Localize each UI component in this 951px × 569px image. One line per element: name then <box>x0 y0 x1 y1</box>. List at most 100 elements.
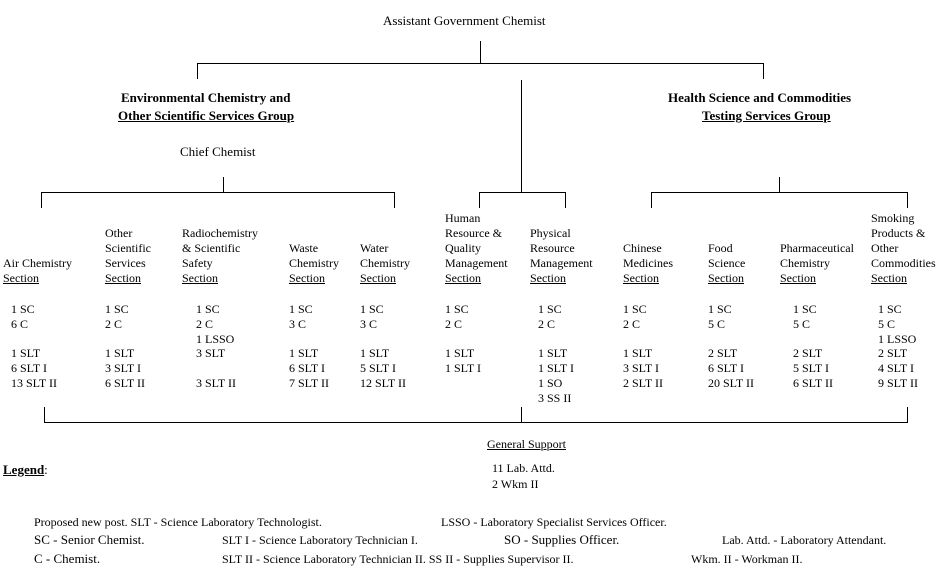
section-label: Section <box>445 271 481 285</box>
staff-entry: 1 SC <box>708 302 732 316</box>
staff-entry: 6 SLT II <box>105 376 146 390</box>
section-name-line: Other <box>871 241 899 255</box>
staff-entry: 12 SLT II <box>360 376 407 390</box>
staff-entry: 1 SLT <box>623 346 653 360</box>
staff-entry: 6 SLT I <box>11 361 48 375</box>
section-label: Section <box>3 271 39 285</box>
staff-entry: 1 SC <box>793 302 817 316</box>
staff-entry: 1 SO <box>538 376 563 390</box>
staff-entry: 3 SS II <box>538 391 572 405</box>
staff-entry: 6 SLT II <box>793 376 834 390</box>
center-stem <box>521 80 522 192</box>
staff-entry: 2 SLT II <box>623 376 664 390</box>
staff-entry: 1 SLT <box>11 346 41 360</box>
staff-entry: 5 SLT I <box>793 361 830 375</box>
staff-entry: 2 SLT <box>793 346 823 360</box>
staff-entry: 1 SC <box>360 302 384 316</box>
legend-proposed: Proposed new post. SLT - Science Laborat… <box>34 515 322 529</box>
staff-entry: 1 SLT <box>538 346 568 360</box>
section-name-line: Safety <box>182 256 213 270</box>
legend-slt1: SLT I - Science Laboratory Technician I. <box>222 533 418 547</box>
section-name-line: Radiochemistry <box>182 226 258 240</box>
section-name-line: Chemistry <box>289 256 339 270</box>
staff-entry: 2 SLT <box>708 346 738 360</box>
section-name-line: Science <box>708 256 746 270</box>
staff-entry: 2 C <box>105 317 123 331</box>
general-support-staff-2: 2 Wkm II <box>492 477 539 491</box>
staff-entry: 1 SC <box>878 302 902 316</box>
staff-entry: 6 SLT I <box>289 361 326 375</box>
staff-entry: 1 SC <box>445 302 469 316</box>
legend-slt2: SLT II - Science Laboratory Technician I… <box>222 552 574 566</box>
section-name-line: Human <box>445 211 481 225</box>
center-tree-bar <box>479 192 566 193</box>
right-drop-2 <box>907 192 908 208</box>
section-name-line: Products & <box>871 226 926 240</box>
staff-entry: 5 C <box>878 317 896 331</box>
section-name-line: Resource & <box>445 226 502 240</box>
legend-colon: : <box>44 462 48 477</box>
left-tree-bar <box>41 192 395 193</box>
legend-sc: SC - Senior Chemist. <box>34 532 145 547</box>
legend-wkm: Wkm. II - Workman II. <box>691 552 803 566</box>
right-group-title-1: Health Science and Commodities <box>668 90 852 105</box>
section-name-line: Management <box>530 256 593 270</box>
section-label: Section <box>623 271 659 285</box>
section-name-line: & Scientific <box>182 241 241 255</box>
section-label: Section <box>360 271 396 285</box>
section-label: Section <box>708 271 744 285</box>
staff-entry: 5 SLT I <box>360 361 397 375</box>
center-drop-2 <box>565 192 566 208</box>
left-tree-stem <box>223 177 224 192</box>
section-name-line: Physical <box>530 226 571 240</box>
section-name-line: Water <box>360 241 389 255</box>
staff-entry: 1 SLT I <box>538 361 575 375</box>
staff-entry: 6 C <box>11 317 29 331</box>
staff-entry: 13 SLT II <box>11 376 58 390</box>
left-drop-2 <box>394 192 395 208</box>
right-drop-1 <box>651 192 652 208</box>
staff-entry: 2 C <box>445 317 463 331</box>
staff-entry: 1 SLT <box>289 346 319 360</box>
staff-entry: 1 LSSO <box>878 332 917 346</box>
section-name-line: Scientific <box>105 241 151 255</box>
section-name-line: Air Chemistry <box>3 256 72 270</box>
staff-entry: 7 SLT II <box>289 376 330 390</box>
staff-entry: 3 C <box>289 317 307 331</box>
staff-entry: 1 SLT I <box>445 361 482 375</box>
support-left-tick <box>44 407 45 423</box>
section-name-line: Commodities <box>871 256 936 270</box>
section-name-line: Waste <box>289 241 319 255</box>
left-group-title-2: Other Scientific Services Group <box>118 108 295 123</box>
section-name-line: Other <box>105 226 133 240</box>
staff-entry: 1 SLT <box>360 346 390 360</box>
staff-entry: 5 C <box>708 317 726 331</box>
top-title: Assistant Government Chemist <box>383 13 546 28</box>
staff-entry: 2 C <box>196 317 214 331</box>
staff-entry: 3 SLT I <box>105 361 142 375</box>
legend-title-text: Legend <box>3 462 45 477</box>
section-name-line: Smoking <box>871 211 915 225</box>
section-name-line: Chemistry <box>360 256 410 270</box>
left-group-head: Chief Chemist <box>180 144 256 159</box>
section-label: Section <box>780 271 816 285</box>
legend-lsso: LSSO - Laboratory Specialist Services Of… <box>441 515 667 529</box>
staff-entry: 2 SLT <box>878 346 908 360</box>
staff-entry: 5 C <box>793 317 811 331</box>
legend-so: SO - Supplies Officer. <box>504 532 620 547</box>
staff-entry: 1 SLT <box>445 346 475 360</box>
staff-entry: 3 SLT II <box>196 376 237 390</box>
section-name-line: Resource <box>530 241 575 255</box>
